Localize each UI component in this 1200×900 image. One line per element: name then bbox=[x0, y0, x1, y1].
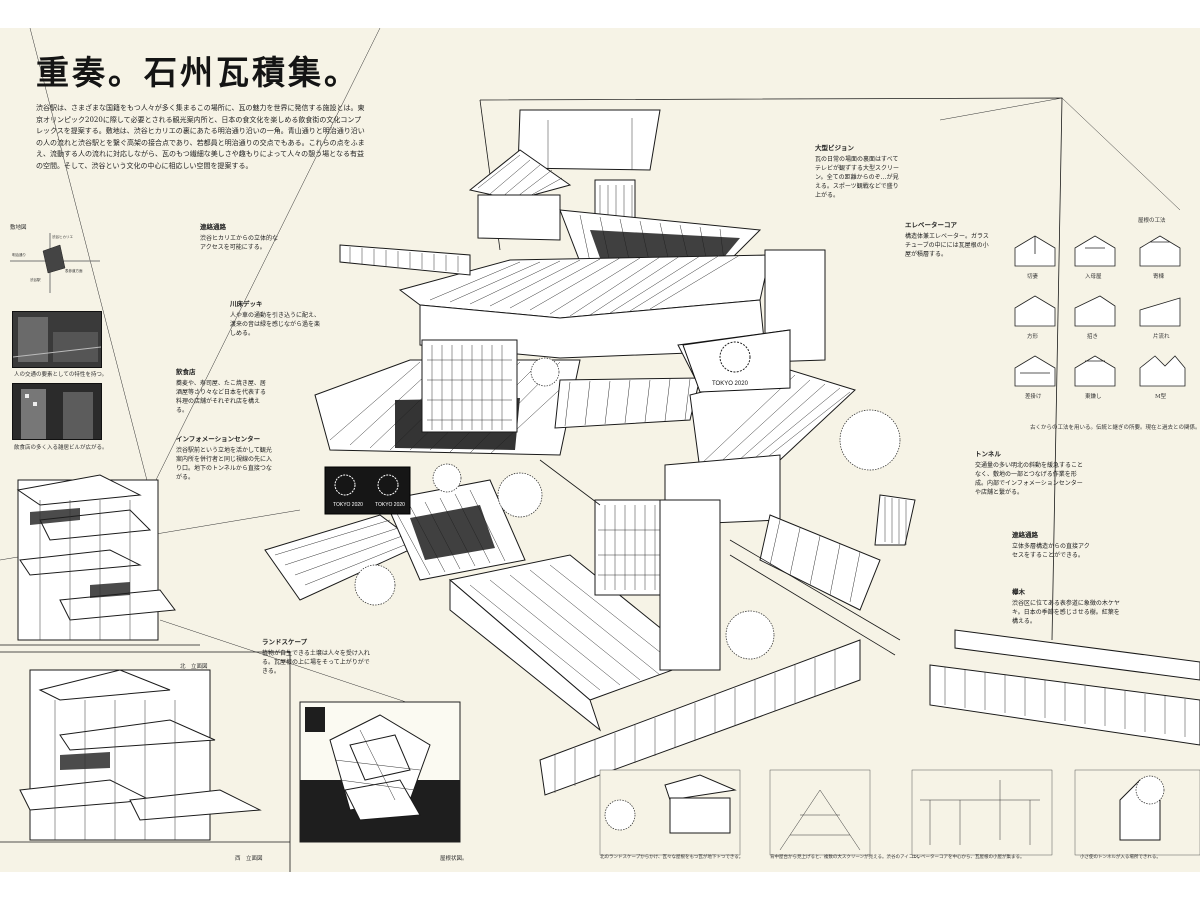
elevated-deck bbox=[539, 459, 1200, 796]
annotation-body: 渋谷区に位てある表参道に象徴の木ケヤキ。日本の季節を感じさせる樹。紅葉を構える。 bbox=[1012, 600, 1120, 625]
roof-type-label-3: 寄棟 bbox=[1153, 274, 1165, 280]
roof-types-note: 古くからの工法を用いる。伝統と継ぎの所要。現在と過去との関係。 bbox=[1030, 425, 1200, 431]
annotation-body: 人や車の通動を引き込うに配え、渡来の音は緑を感じながら過を楽しめる。 bbox=[230, 312, 321, 337]
annotation-body: 瓦の日常の場面の裏面はすべてテレビが観ずする大型スクリーン。全ての距離からのぞ…… bbox=[815, 156, 900, 199]
annotation-renraku-2: 連絡通路 立体多層構造からの直接アクセスをすることができる。 bbox=[1012, 531, 1092, 560]
photo-caption-1: 人の交通の要素としての特性を持つ。 bbox=[14, 372, 108, 378]
annotation-renraku-1: 連絡通路 渋谷ヒカリエからの立体的なアクセスを可能にする。 bbox=[200, 223, 280, 252]
map-street-2: 明治通り bbox=[12, 253, 26, 257]
annotation-title: 欅木 bbox=[1012, 588, 1025, 596]
annotation-kawa-deck: 川床デッキ 人や車の通動を引き込うに配え、渡来の音は緑を感じながら過を楽しめる。 bbox=[230, 300, 320, 338]
map-street-3: 表参道方面 bbox=[65, 269, 83, 273]
vignette-caption-1: 北のランドスケープからかけ、瓦々な屋根をもつ瓦が地下トつできる。 bbox=[600, 855, 744, 860]
roof-cluster bbox=[314, 209, 856, 526]
site-photo-2 bbox=[12, 383, 102, 440]
site-map: 敷地図 渋谷ヒカリエ 明治通り 表参道方面 渋谷駅 bbox=[10, 223, 100, 293]
trees bbox=[354, 357, 901, 660]
annotation-body: 立体多層構造からの直接アクセスをすることができる。 bbox=[1012, 543, 1090, 559]
roof-type-label-1: 切妻 bbox=[1027, 274, 1039, 280]
annotation-title: 連絡通路 bbox=[1012, 531, 1038, 539]
vignette-caption-3: エレベーターコアを中心から、瓦屋根の小屋が集まる。 bbox=[912, 855, 1025, 860]
roof-type-label-2: 入母屋 bbox=[1085, 274, 1102, 280]
roof-type-label-4: 方形 bbox=[1027, 334, 1039, 340]
billboard-text-1: TOKYO 2020 bbox=[333, 502, 363, 508]
annotation-title: 飲食店 bbox=[176, 368, 196, 376]
poster-board: TOKYO 2020 TOKYO 2020 TOKYO 2020 bbox=[0, 28, 1200, 872]
label-roof-plan: 屋根状図。 bbox=[440, 856, 468, 862]
roof-type-icons bbox=[1014, 235, 1186, 387]
roof-type-label-6: 片流れ bbox=[1153, 334, 1170, 340]
annotation-title: インフォメーションセンター bbox=[176, 435, 261, 443]
isometric-illustration: TOKYO 2020 TOKYO 2020 TOKYO 2020 bbox=[0, 28, 1200, 872]
billboard-text-3: TOKYO 2020 bbox=[712, 381, 749, 387]
annotation-inshokuten: 飲食店 蕎麦や、寿司屋、たこ焼き屋、居酒屋等さり々など日本を代表する料理の店舗が… bbox=[176, 368, 266, 415]
tokyo-2020-billboard: TOKYO 2020 TOKYO 2020 TOKYO 2020 bbox=[324, 329, 791, 515]
poster-title: 重奏。石州瓦積集。 bbox=[36, 53, 360, 92]
annotation-title: トンネル bbox=[975, 450, 1001, 458]
annotation-body: 蕎麦や、寿司屋、たこ焼き屋、居酒屋等さり々など日本を代表する料理の店舗がそれぞれ… bbox=[176, 380, 267, 414]
billboard-text-2: TOKYO 2020 bbox=[375, 502, 405, 508]
annotation-title: 大型ビジョン bbox=[815, 144, 854, 152]
label-north-elevation: 北 立面図 bbox=[180, 664, 208, 670]
annotation-title: エレベーターコア bbox=[905, 221, 957, 229]
annotation-body: 渋谷ヒカリエからの立体的なアクセスを可能にする。 bbox=[200, 235, 279, 251]
roof-types-heading: 屋根の工法 bbox=[1138, 218, 1166, 224]
site-map-label: 敷地図 bbox=[10, 225, 27, 231]
annotation-body: 渋谷駅前という立地を活かして観光案内所を併行者と同じ視線の先に入り口。地下のトン… bbox=[176, 447, 273, 481]
label-west-elevation: 西 立面図 bbox=[235, 856, 263, 862]
annotation-title: 川床デッキ bbox=[230, 300, 263, 308]
roof-type-label-5: 招き bbox=[1087, 334, 1099, 340]
roof-type-label-9: M型 bbox=[1155, 394, 1167, 400]
annotation-daikei-vision: 大型ビジョン 瓦の日常の場面の裏面はすべてテレビが観ずする大型スクリーン。全ての… bbox=[815, 144, 900, 200]
lower-roofs bbox=[264, 479, 916, 732]
map-street-1: 渋谷ヒカリエ bbox=[52, 235, 73, 239]
map-station: 渋谷駅 bbox=[30, 278, 41, 282]
annotation-elevator: エレベーターコア 構造体兼エレベーター。ガラスチューブの中にには瓦屋根の小屋が積… bbox=[905, 221, 990, 259]
vignettes bbox=[599, 769, 1200, 856]
roof-type-label-7: 差掛け bbox=[1025, 394, 1042, 400]
annotation-info-center: インフォメーションセンター 渋谷駅前という立地を活かして観光案内所を併行者と同じ… bbox=[176, 435, 276, 482]
elevation-west bbox=[0, 651, 291, 872]
annotation-tunnel: トンネル 交通量の多い明北の斜動を緩急することなく、敷地の一部とつなげる作業を形… bbox=[975, 450, 1085, 497]
annotation-landscape: ランドスケープ 植物が自生できる土壌は人々を受け入れる。瓦屋根の上に場をそって上… bbox=[262, 638, 372, 676]
annotation-keiyaki: 欅木 渋谷区に位てある表参道に象徴の木ケヤキ。日本の季節を感じさせる樹。紅葉を構… bbox=[1012, 588, 1122, 626]
annotation-body: 交通量の多い明北の斜動を緩急することなく、敷地の一部とつなげる作業を形成。内部で… bbox=[975, 462, 1084, 496]
vignette-caption-2: 背中屋台から見上げると、複数の大スクリーンが見える。渋谷のアイコン。 bbox=[770, 855, 922, 860]
annotation-body: 植物が自生できる土壌は人々を受け入れる。瓦屋根の上に場をそって上がりができる。 bbox=[262, 650, 370, 675]
intro-text: 渋谷駅は、さまざまな国籍をもつ人々が多く集まるこの場所に、瓦の魅力を世界に発信す… bbox=[36, 104, 365, 170]
elevation-north bbox=[0, 474, 200, 646]
photo-caption-2: 飲食店の多く入る雑居ビルが広がる。 bbox=[14, 445, 108, 451]
roof-plan bbox=[299, 701, 461, 843]
annotation-title: 連絡通路 bbox=[200, 223, 226, 231]
site-photo-1 bbox=[12, 311, 102, 368]
annotation-title: ランドスケープ bbox=[262, 638, 308, 646]
roof-type-label-8: 東鎌し bbox=[1085, 394, 1102, 400]
roof-types-grid: 切妻 入母屋 寄棟 方形 招き 片流れ 差掛け 東鎌し M型 bbox=[1005, 228, 1195, 418]
vignette-caption-4: 小さ使のトンネルが入る場所できれる。 bbox=[1080, 855, 1161, 860]
annotation-body: 構造体兼エレベーター。ガラスチューブの中にには瓦屋根の小屋が積層する。 bbox=[905, 233, 989, 258]
